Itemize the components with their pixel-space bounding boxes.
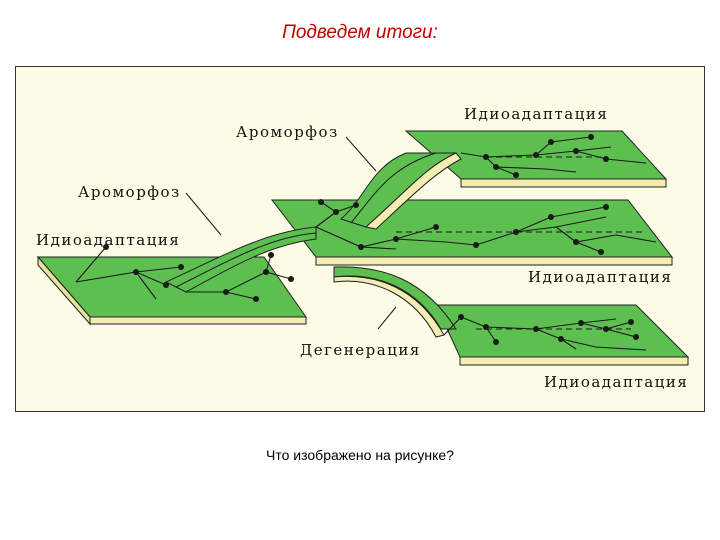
label-aromorphosis-left: Ароморфоз (78, 183, 181, 201)
label-idioadaptation-top-right: Идиоадаптация (464, 105, 608, 123)
bottom-plane (435, 304, 690, 366)
label-idioadaptation-left: Идиоадаптация (36, 231, 180, 249)
label-degeneration: Дегенерация (300, 341, 421, 359)
label-aromorphosis-top: Ароморфоз (236, 123, 339, 141)
branch-nodes (103, 134, 639, 345)
evolution-diagram-frame: Ароморфоз Ароморфоз Идиоадаптация Идиоад… (15, 66, 705, 412)
question-text: Что изображено на рисунке? (266, 447, 454, 463)
aromorphosis-ramp-upper (340, 152, 462, 230)
slide-title: Подведем итоги: (282, 22, 438, 43)
aromorphosis-ramp-lower (164, 226, 317, 293)
label-idioadaptation-bottom-right: Идиоадаптация (544, 373, 688, 391)
label-idioadaptation-middle-right: Идиоадаптация (528, 268, 672, 286)
base-plane (36, 255, 307, 326)
evolution-diagram: Ароморфоз Ароморфоз Идиоадаптация Идиоад… (36, 105, 690, 391)
label-pointers (185, 136, 397, 330)
degeneration-ramp (333, 266, 457, 338)
